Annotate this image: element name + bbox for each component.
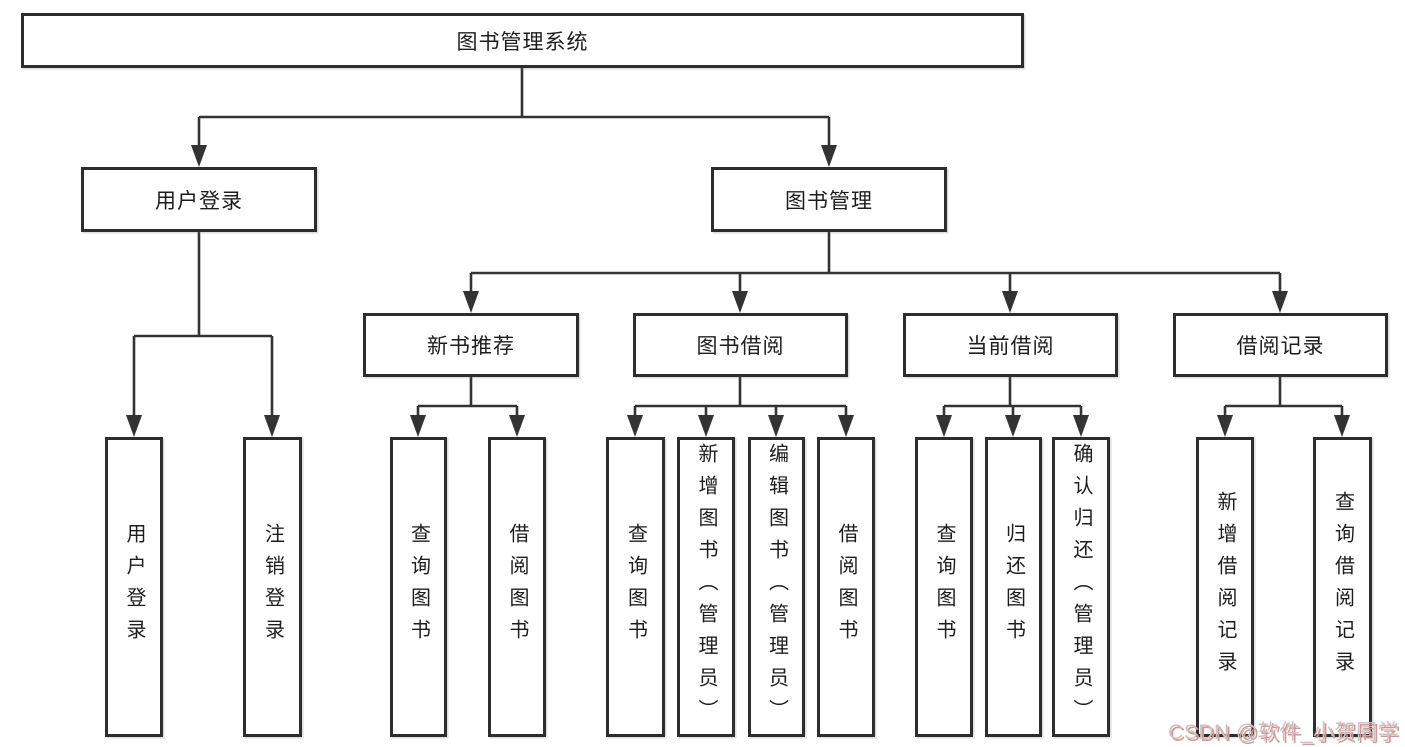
node-current-borrow-label: 当前借阅 bbox=[966, 335, 1055, 358]
leaf-borrow-book: 借阅图书 bbox=[817, 437, 875, 737]
leaf-current-query-label: 查询图书 bbox=[933, 523, 955, 651]
leaf-current-confirm-admin-label: 确认归还（管理员） bbox=[1070, 443, 1092, 731]
node-user-login: 用户登录 bbox=[81, 167, 317, 232]
leaf-logout: 注销登录 bbox=[243, 437, 302, 737]
node-book-management: 图书管理 bbox=[711, 167, 947, 232]
csdn-watermark: CSDN @软件_小贺同学 bbox=[1168, 721, 1399, 744]
leaf-borrow-add-admin: 新增图书（管理员） bbox=[677, 437, 735, 737]
leaf-current-return-label: 归还图书 bbox=[1002, 523, 1025, 651]
node-borrow-records-label: 借阅记录 bbox=[1236, 335, 1325, 358]
leaf-logout-label: 注销登录 bbox=[261, 523, 284, 651]
node-current-borrow: 当前借阅 bbox=[903, 313, 1118, 377]
leaf-current-return: 归还图书 bbox=[985, 437, 1042, 737]
leaf-user-login-label: 用户登录 bbox=[123, 523, 145, 651]
node-root-label: 图书管理系统 bbox=[456, 30, 589, 54]
leaf-record-add-label: 新增借阅记录 bbox=[1214, 491, 1236, 683]
leaf-record-query: 查询借阅记录 bbox=[1313, 437, 1372, 737]
leaf-borrow-query-label: 查询图书 bbox=[624, 523, 647, 651]
node-user-login-label: 用户登录 bbox=[155, 189, 243, 213]
leaf-borrow-edit-admin: 编辑图书（管理员） bbox=[748, 437, 805, 737]
arrowheads bbox=[126, 145, 1350, 437]
leaf-borrow-book-label: 借阅图书 bbox=[835, 523, 857, 651]
leaf-record-add: 新增借阅记录 bbox=[1196, 437, 1254, 737]
node-root: 图书管理系统 bbox=[21, 13, 1024, 68]
node-book-borrow: 图书借阅 bbox=[633, 313, 848, 377]
node-new-book-recommend: 新书推荐 bbox=[363, 313, 579, 377]
leaf-newbook-borrow-label: 借阅图书 bbox=[506, 523, 528, 651]
node-book-borrow-label: 图书借阅 bbox=[696, 335, 785, 358]
leaf-record-query-label: 查询借阅记录 bbox=[1331, 491, 1354, 683]
leaf-newbook-query: 查询图书 bbox=[390, 437, 447, 737]
node-book-management-label: 图书管理 bbox=[785, 189, 873, 213]
leaf-borrow-edit-admin-label: 编辑图书（管理员） bbox=[765, 443, 788, 731]
leaf-newbook-borrow: 借阅图书 bbox=[488, 437, 546, 737]
node-borrow-records: 借阅记录 bbox=[1173, 313, 1388, 377]
leaf-current-confirm-admin: 确认归还（管理员） bbox=[1052, 437, 1110, 737]
leaf-newbook-query-label: 查询图书 bbox=[407, 523, 430, 651]
leaf-borrow-query: 查询图书 bbox=[606, 437, 665, 737]
leaf-user-login: 用户登录 bbox=[105, 437, 163, 737]
leaf-current-query: 查询图书 bbox=[915, 437, 973, 737]
leaf-borrow-add-admin-label: 新增图书（管理员） bbox=[695, 443, 717, 731]
node-new-book-recommend-label: 新书推荐 bbox=[427, 335, 515, 358]
